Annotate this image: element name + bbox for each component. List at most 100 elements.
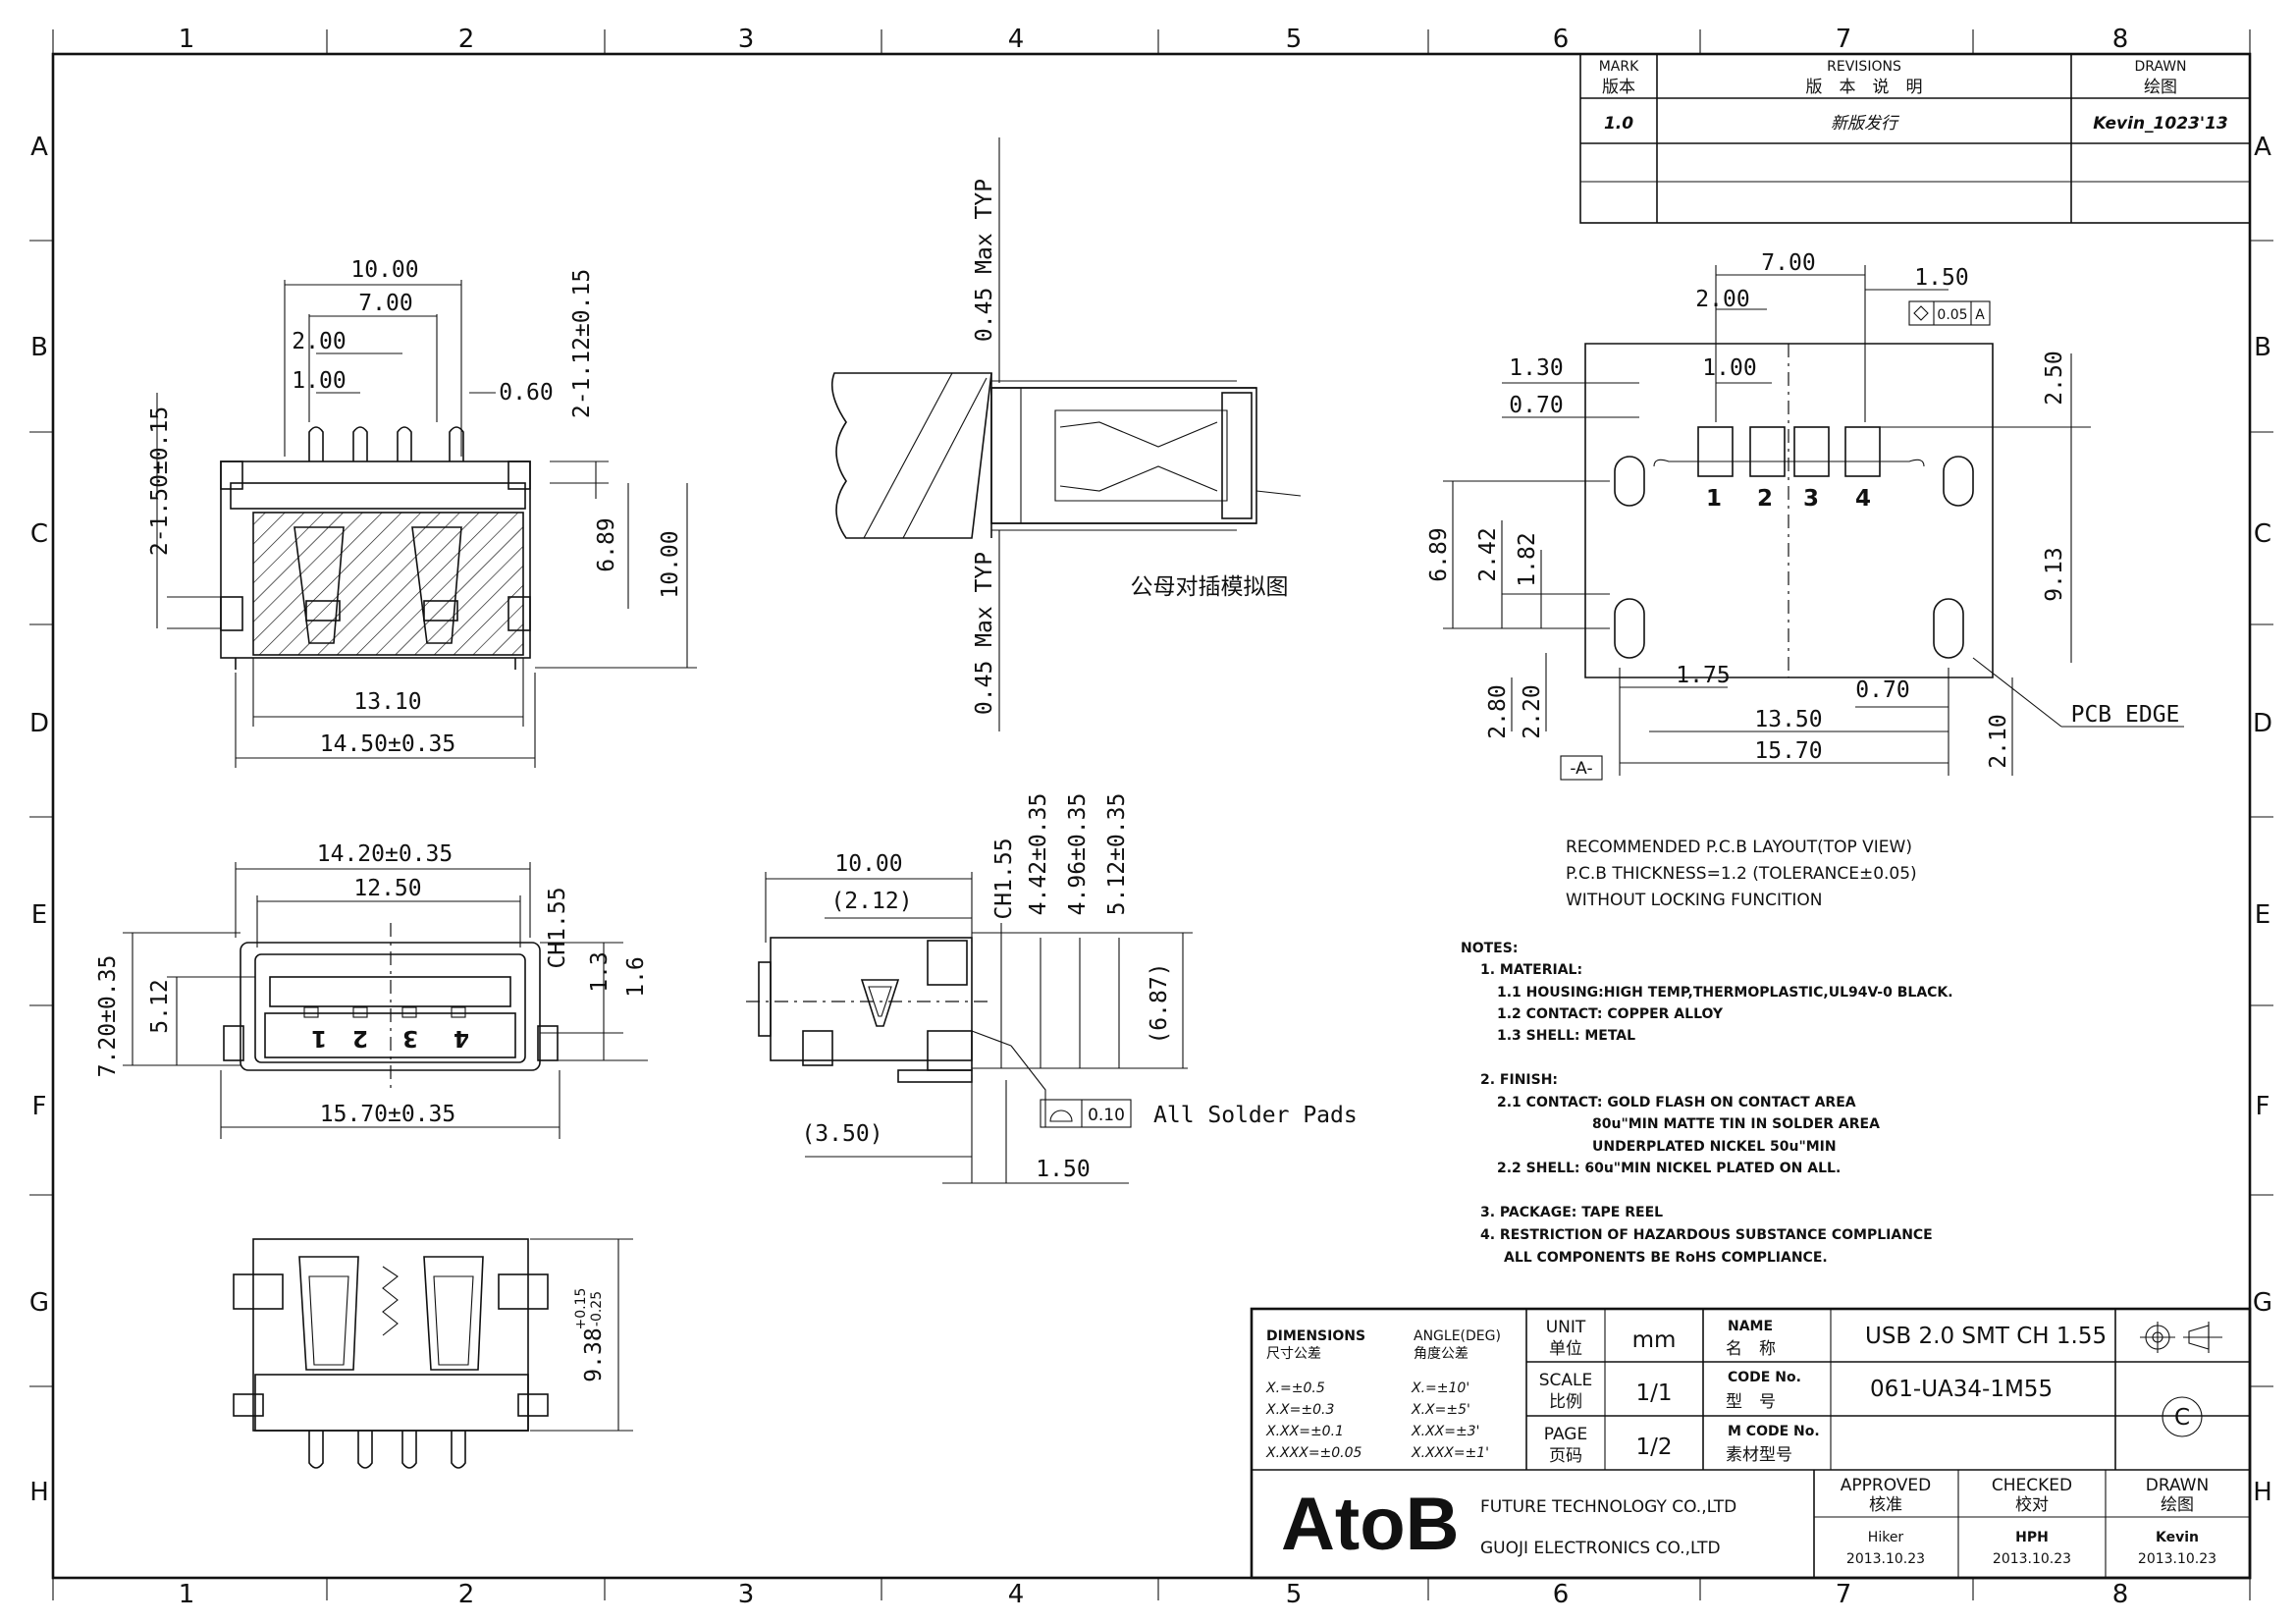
dim-front-0-60: 0.60 — [499, 380, 553, 406]
tb-code-label-cn: 型 号 — [1726, 1392, 1776, 1412]
tb-approved-label-cn: 核准 — [1869, 1495, 1902, 1515]
dim-end-7-20: 7.20±0.35 — [95, 955, 121, 1078]
dim-front-2-00: 2.00 — [292, 329, 346, 354]
rev-mark-label: MARK — [1599, 59, 1639, 75]
dim-front-10-00: 10.00 — [350, 257, 418, 283]
grid-row-d: D — [29, 709, 49, 738]
grid-row-f: F — [2256, 1092, 2270, 1121]
grid-col-6: 6 — [1553, 1580, 1570, 1609]
dim-side-6-87: (6.87) — [1147, 962, 1172, 1044]
dim-top-tol-plus: +0.15 — [573, 1288, 589, 1330]
grid-col-5: 5 — [1286, 25, 1303, 54]
grid-col-4: 4 — [1008, 25, 1025, 54]
pcb-pin-3: 3 — [1803, 486, 1819, 512]
grid-row-labels-right: A B C D E F G H — [2253, 133, 2272, 1507]
tb-tol-linear-3: X.XXX=±0.05 — [1265, 1445, 1362, 1461]
company-name-2: GUOJI ELECTRONICS CO.,LTD — [1480, 1539, 1721, 1558]
tb-dimensions-label-cn: 尺寸公差 — [1266, 1346, 1321, 1362]
dim-front-2-1-50: 2-1.50±0.15 — [147, 406, 173, 556]
tb-tol-angle-0: X.=±10' — [1411, 1380, 1469, 1396]
company-logo: AtoB — [1281, 1483, 1460, 1566]
dim-top-9-38: 9.38 — [581, 1327, 607, 1381]
side-flatness-note: All Solder Pads — [1153, 1103, 1358, 1128]
rev-revisions-label: REVISIONS — [1827, 59, 1901, 75]
dim-mating-045-bottom: 0.45 Max TYP — [972, 552, 997, 715]
dim-end-12-50: 12.50 — [353, 876, 421, 901]
grid-col-5: 5 — [1286, 1580, 1303, 1609]
grid-row-h: H — [29, 1478, 49, 1507]
tb-copyright: C — [2174, 1405, 2190, 1431]
tb-unit-label-cn: 单位 — [1549, 1339, 1582, 1359]
notes-block: NOTES: 1. MATERIAL: 1.1 HOUSING:HIGH TEM… — [1461, 941, 1953, 1266]
dim-side-4-96: 4.96±0.35 — [1065, 793, 1091, 916]
pcb-note-1: RECOMMENDED P.C.B LAYOUT(TOP VIEW) — [1566, 838, 1912, 857]
copyright-icon: C — [2162, 1396, 2203, 1437]
pcb-note-2: P.C.B THICKNESS=1.2 (TOLERANCE±0.05) — [1566, 864, 1917, 884]
revision-table: MARK 版本 REVISIONS 版 本 说 明 DRAWN 绘图 1.0 新… — [1579, 53, 2251, 224]
tb-approved-label: APPROVED — [1841, 1476, 1932, 1495]
notes-line-4: 1.3 SHELL: METAL — [1497, 1028, 1635, 1044]
dim-pcb-13-50: 13.50 — [1754, 707, 1822, 732]
end-pin-2: 2 — [352, 1025, 368, 1051]
tb-unit-value: mm — [1632, 1327, 1677, 1353]
tb-tol-angle-2: X.XX=±3' — [1411, 1424, 1479, 1439]
dim-end-14-20: 14.20±0.35 — [317, 841, 453, 867]
tb-name-label-cn: 名 称 — [1726, 1339, 1776, 1359]
tb-scale-label-cn: 比例 — [1549, 1392, 1582, 1412]
dim-pcb-2-20: 2.20 — [1520, 684, 1545, 738]
grid-col-8: 8 — [2112, 1580, 2129, 1609]
tb-tol-angle-1: X.X=±5' — [1411, 1402, 1470, 1418]
dim-side-3-50: (3.50) — [801, 1121, 882, 1147]
company-name-1: FUTURE TECHNOLOGY CO.,LTD — [1480, 1497, 1736, 1517]
notes-heading: NOTES: — [1461, 941, 1518, 956]
tb-name-value: USB 2.0 SMT CH 1.55 — [1865, 1324, 2107, 1349]
pcb-pin-1: 1 — [1706, 486, 1722, 512]
dim-pcb-2-00: 2.00 — [1695, 287, 1749, 312]
tb-page-label-cn: 页码 — [1549, 1446, 1582, 1466]
tb-drawn-name: Kevin — [2156, 1530, 2199, 1545]
grid-col-1: 1 — [179, 1580, 195, 1609]
grid-row-g: G — [29, 1288, 49, 1318]
grid-col-1: 1 — [179, 25, 195, 54]
tb-checked-date: 2013.10.23 — [1993, 1551, 2071, 1567]
rev-mark-label-cn: 版本 — [1602, 78, 1635, 97]
grid-row-labels-left: A B C D E F G H — [29, 133, 49, 1507]
grid-row-g: G — [2253, 1288, 2272, 1318]
top-view: 9.38 +0.15 -0.25 — [233, 1238, 633, 1469]
tb-tol-linear-2: X.XX=±0.1 — [1265, 1424, 1344, 1439]
grid-col-7: 7 — [1836, 25, 1852, 54]
title-block: DIMENSIONS 尺寸公差 ANGLE(DEG) 角度公差 X.=±0.5 … — [1250, 1307, 2252, 1580]
tb-mcode-label-cn: 素材型号 — [1726, 1445, 1792, 1465]
grid-row-c: C — [30, 519, 48, 549]
notes-line-3: 1.2 CONTACT: COPPER ALLOY — [1497, 1006, 1724, 1022]
end-view: 1 2 3 4 14.20±0.35 12.50 CH1.55 1.3 1.6 … — [95, 841, 649, 1139]
notes-line-2: 1.1 HOUSING:HIGH TEMP,THERMOPLASTIC,UL94… — [1497, 985, 1953, 1001]
rev-row-description: 新版发行 — [1831, 114, 1900, 134]
grid-col-3: 3 — [738, 25, 755, 54]
grid-row-c: C — [2254, 519, 2271, 549]
tb-code-value: 061-UA34-1M55 — [1870, 1377, 2053, 1402]
grid-col-6: 6 — [1553, 25, 1570, 54]
tb-tol-linear-0: X.=±0.5 — [1265, 1380, 1325, 1396]
dim-side-10-00: 10.00 — [834, 851, 902, 877]
grid-col-4: 4 — [1008, 1580, 1025, 1609]
dim-pcb-2-42: 2.42 — [1475, 527, 1501, 581]
end-pin-4: 4 — [454, 1025, 469, 1051]
grid-row-b: B — [30, 333, 48, 362]
tb-name-label: NAME — [1728, 1319, 1773, 1334]
pcb-pin-4: 4 — [1855, 486, 1871, 512]
grid-column-ticks — [326, 29, 1974, 1600]
notes-line-1: 1. MATERIAL: — [1480, 962, 1582, 978]
dim-pcb-2-50: 2.50 — [2042, 351, 2067, 405]
tb-checked-name: HPH — [2015, 1530, 2049, 1545]
dim-pcb-1-50: 1.50 — [1914, 265, 1968, 291]
tb-approved-name: Hiker — [1868, 1530, 1904, 1545]
tb-approved-date: 2013.10.23 — [1846, 1551, 1925, 1567]
rev-drawn-label: DRAWN — [2134, 59, 2186, 75]
tb-angle-label-cn: 角度公差 — [1414, 1346, 1468, 1362]
grid-row-e: E — [2255, 900, 2270, 930]
grid-row-f: F — [32, 1092, 47, 1121]
dim-pcb-0-70-bottom: 0.70 — [1855, 677, 1909, 703]
notes-line-11: 4. RESTRICTION OF HAZARDOUS SUBSTANCE CO… — [1480, 1227, 1933, 1243]
